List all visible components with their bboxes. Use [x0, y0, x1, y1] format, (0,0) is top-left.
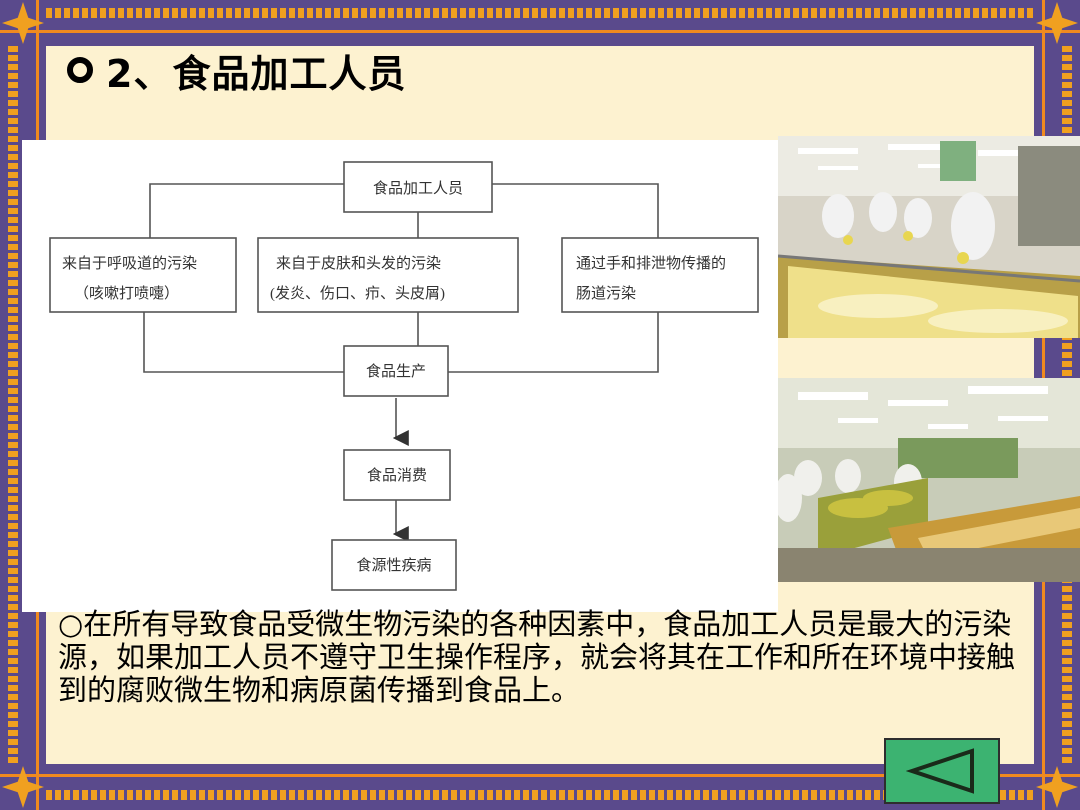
node-respiratory-line2: （咳嗽打喷嚏）: [74, 285, 179, 302]
node-consumption-box: [343, 449, 451, 501]
corner-ornament-icon: [2, 766, 44, 808]
corner-ornament-icon: [1036, 2, 1078, 44]
node-production-label: 食品生产: [366, 363, 426, 380]
triangle-left-icon: [906, 748, 974, 794]
frame-top: [0, 0, 1080, 46]
node-intestinal-box: [561, 237, 759, 313]
node-intestinal-line1: 通过手和排泄物传播的: [576, 255, 726, 272]
stripe-top: [46, 8, 1034, 18]
factory-photo-top: [778, 136, 1080, 338]
node-respiratory-box: [49, 237, 237, 313]
node-food-handlers-box: [343, 161, 493, 213]
stripe-left: [8, 46, 18, 764]
node-food-handlers-label: 食品加工人员: [373, 180, 463, 197]
line-top: [0, 30, 1080, 33]
back-button[interactable]: [884, 738, 1000, 804]
node-skin-hair-line2: (发炎、伤口、疖、头皮屑): [270, 285, 445, 302]
flow-diagram-svg: 食品加工人员 来自于呼吸道的污染 （咳嗽打喷嚏） 来自于皮肤和头发的污染 (发炎…: [49, 161, 759, 591]
slide-title-text: 2、食品加工人员: [106, 51, 407, 96]
node-disease-box: [331, 539, 457, 591]
line-bottom: [0, 774, 1080, 777]
circle-bullet-icon: [64, 54, 96, 86]
slide-title: 2、食品加工人员: [64, 40, 406, 100]
node-production-box: [343, 345, 449, 397]
corner-ornament-icon: [1036, 766, 1078, 808]
node-skin-hair-box: [257, 237, 519, 313]
node-disease-label: 食源性疾病: [356, 557, 431, 574]
node-intestinal-line2: 肠道污染: [576, 285, 636, 302]
node-respiratory-line1: 来自于呼吸道的污染: [62, 255, 197, 272]
slide-body-text: ○在所有导致食品受微生物污染的各种因素中，食品加工人员是最大的污染源，如果加工人…: [58, 607, 1016, 707]
contamination-flow-diagram: 食品加工人员 来自于呼吸道的污染 （咳嗽打喷嚏） 来自于皮肤和头发的污染 (发炎…: [22, 140, 778, 612]
node-consumption-label: 食品消费: [367, 467, 427, 484]
stripe-bottom: [46, 790, 1034, 800]
factory-photo-bottom: [778, 378, 1080, 582]
node-skin-hair-line1: 来自于皮肤和头发的污染: [276, 255, 441, 272]
corner-ornament-icon: [2, 2, 44, 44]
